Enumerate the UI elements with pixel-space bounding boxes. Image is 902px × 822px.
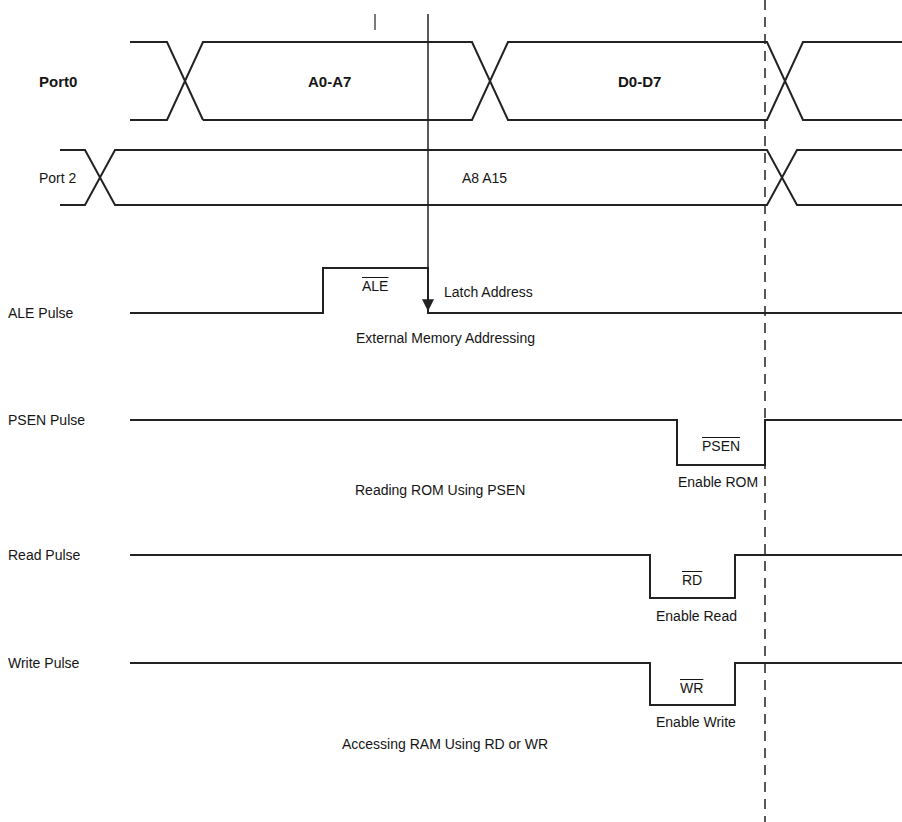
pulse-name: PSEN	[700, 438, 742, 455]
ale-tick	[374, 14, 375, 30]
note-label: Enable Read	[654, 608, 739, 625]
signal-name: PSEN Pulse	[6, 412, 87, 429]
wr-waveform	[130, 663, 902, 705]
bus-value: A8 A15	[460, 170, 509, 187]
note-label: Enable ROM	[676, 474, 760, 491]
rd-waveform	[130, 555, 902, 598]
bus-value: D0-D7	[616, 73, 663, 90]
caption-label: External Memory Addressing	[354, 330, 537, 347]
signal-name: Read Pulse	[6, 547, 82, 564]
pulse-name: ALE	[360, 278, 390, 295]
signal-name: ALE Pulse	[6, 305, 75, 322]
port2-bus	[60, 150, 902, 205]
dashed-reference	[764, 0, 766, 822]
pulse-name: WR	[678, 680, 705, 697]
bus-value: A0-A7	[306, 73, 353, 90]
signal-name: Port 2	[37, 170, 78, 187]
note-label: Latch Address	[442, 284, 535, 301]
signal-name: Port0	[37, 73, 79, 90]
caption-label: Reading ROM Using PSEN	[353, 482, 527, 499]
ale-waveform	[130, 268, 902, 313]
pulse-name: RD	[680, 572, 704, 589]
latch-marker	[427, 14, 429, 310]
signal-name: Write Pulse	[6, 655, 81, 672]
note-label: Enable Write	[654, 714, 738, 731]
port0-bus	[130, 42, 902, 120]
caption-label: Accessing RAM Using RD or WR	[340, 736, 550, 753]
psen-waveform	[130, 420, 902, 465]
